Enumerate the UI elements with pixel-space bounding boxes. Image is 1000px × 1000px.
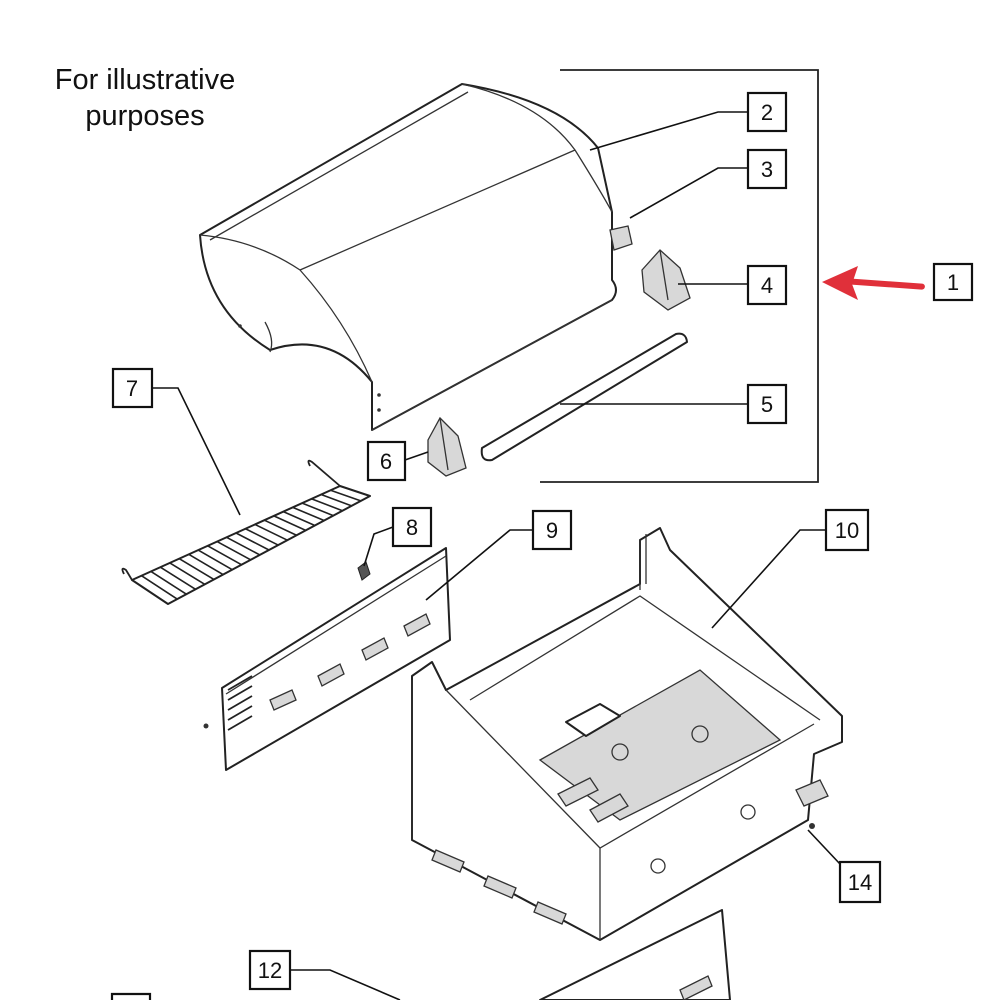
callout-label-3: 3 <box>761 157 773 182</box>
rack-bar <box>301 502 334 517</box>
part-side-bracket <box>795 779 829 829</box>
callout-1: 1 <box>932 262 974 302</box>
cropped-callout-edge <box>110 992 152 1000</box>
rack-bar <box>320 493 352 507</box>
rack-bar <box>197 549 233 571</box>
rack-bar <box>150 570 187 595</box>
callout-label-1: 1 <box>947 270 959 295</box>
rack-bar <box>178 557 215 581</box>
part-hinge-bracket-left <box>427 416 467 477</box>
callout-12: 12 <box>248 949 292 991</box>
callout-5: 5 <box>746 383 788 425</box>
part-lid <box>199 83 617 431</box>
callout-label-2: 2 <box>761 100 773 125</box>
panel-slots <box>227 675 253 731</box>
part-rod <box>480 332 688 462</box>
assembly-bracket <box>540 69 819 483</box>
callout-9: 9 <box>531 509 573 551</box>
rack-bar <box>273 515 307 532</box>
rack-bar <box>226 536 261 556</box>
caption-line-2: purposes <box>85 100 205 132</box>
rack-bar <box>254 523 288 541</box>
caption-line-1: For illustrative <box>54 64 236 96</box>
red-arrow <box>822 266 925 300</box>
callout-10: 10 <box>824 508 870 552</box>
callout-label-5: 5 <box>761 392 773 417</box>
rack-bar <box>207 545 242 566</box>
rack-bar <box>311 498 343 512</box>
callout-6: 6 <box>366 440 407 482</box>
rack-bar <box>282 510 316 527</box>
callout-label-6: 6 <box>380 449 392 474</box>
rack-bar <box>235 532 270 551</box>
part-hinge-bracket-right <box>641 249 691 311</box>
rack-bar <box>245 528 279 546</box>
callout-label-14: 14 <box>848 870 872 895</box>
callout-label-7: 7 <box>126 376 138 401</box>
callout-4: 4 <box>746 264 788 306</box>
rack-bar <box>264 519 297 536</box>
rack-bar <box>330 489 362 502</box>
illustrative-caption: For illustrative purposes <box>30 62 260 134</box>
part-bottom-panel <box>539 909 731 1000</box>
callout-label-4: 4 <box>761 273 773 298</box>
part-firebox <box>411 527 843 941</box>
callout-7: 7 <box>111 367 154 409</box>
callout-14: 14 <box>838 860 882 904</box>
rack-bar <box>292 506 325 522</box>
rack-bar <box>188 553 224 576</box>
part-screw <box>357 561 371 581</box>
callout-8: 8 <box>391 506 433 548</box>
callout-label-9: 9 <box>546 518 558 543</box>
callout-3: 3 <box>746 148 788 190</box>
callout-label-10: 10 <box>835 518 859 543</box>
rack-bar <box>216 540 252 561</box>
callout-label-8: 8 <box>406 515 418 540</box>
callout-2: 2 <box>746 91 788 133</box>
part-hinge-clip <box>609 225 633 251</box>
rack-bar <box>141 575 178 600</box>
callout-label-12: 12 <box>258 958 282 983</box>
part-control-panel <box>203 547 451 771</box>
leader-lines <box>152 111 841 1000</box>
rack-bar <box>159 566 196 590</box>
part-warming-rack <box>121 459 371 605</box>
rack-bar <box>169 562 206 586</box>
